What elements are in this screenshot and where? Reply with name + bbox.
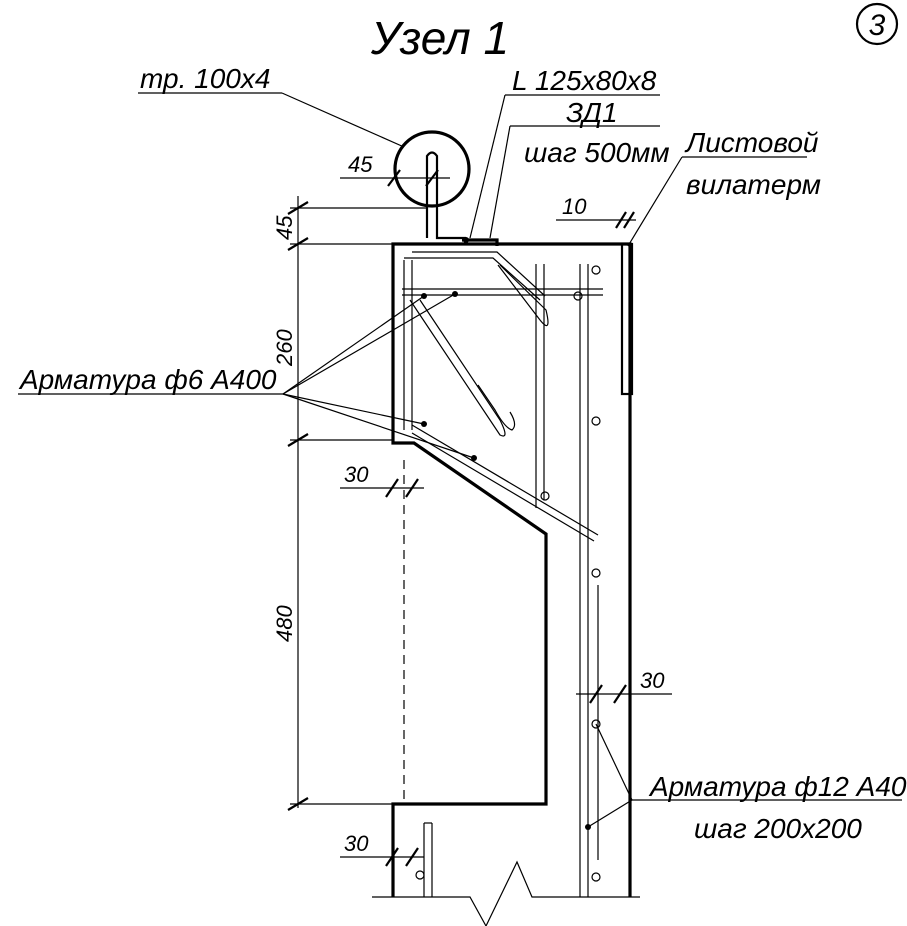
rebar12-leader-1: [595, 723, 633, 801]
bar-section-1: [591, 265, 601, 275]
rebar-top-bar: [404, 257, 541, 301]
dim-30-bottom-tick-2: [405, 847, 419, 867]
pipe-label: тр. 100х4: [140, 63, 270, 94]
angle-weld-dot: [463, 237, 469, 243]
dim-30-bottom-tick-1: [385, 847, 399, 867]
dim-30-upper-text: 30: [344, 462, 369, 487]
angle-leader: [469, 94, 506, 239]
dim-tick-3: [287, 433, 309, 447]
angle-label-line1: L 125х80х8: [512, 65, 657, 96]
sheet-label-line2: вилатерм: [686, 169, 821, 200]
sheet-leader: [627, 156, 683, 247]
bar-section-2: [573, 291, 583, 301]
bar-section-4: [540, 491, 550, 501]
dim-30-right-text: 30: [640, 668, 665, 693]
dim-45h-tick-1: [387, 169, 401, 187]
dim-480-text: 480: [272, 605, 297, 642]
dim-45h-text: 45: [348, 152, 373, 177]
dim-tick-1: [287, 201, 309, 215]
dim-30-bottom-text: 30: [344, 831, 369, 856]
rebar12-label-line2: шаг 200х200: [694, 813, 862, 844]
rebar6-leader-1: [282, 295, 425, 395]
pipe-anchor: [425, 151, 466, 240]
rebar12-leader-2: [587, 799, 633, 828]
drawing-title: Узел 1: [370, 12, 509, 64]
rebar-diagonal-1: [411, 424, 599, 536]
bar-section-7: [591, 872, 601, 882]
pipe-leader: [281, 92, 405, 148]
angle-label-line2: ЗД1: [566, 97, 618, 128]
rebar6-label: Арматура ф6 А400: [18, 364, 277, 395]
bar-section-3: [591, 416, 601, 426]
dim-30-right-tick-2: [613, 684, 627, 704]
bar-section-6: [591, 719, 601, 729]
bar-section-5: [591, 568, 601, 578]
rebar-diagonal-2: [411, 432, 595, 542]
steel-angle: [462, 238, 499, 246]
dim-tick-2: [287, 237, 309, 251]
dim-45h-tick-2: [425, 169, 439, 187]
rebar-top-bar-2: [412, 251, 546, 297]
concrete-outline: [391, 242, 632, 897]
pipe-circle: [393, 130, 471, 208]
rebar6-leader-2: [282, 293, 456, 395]
sheet-number-circle: [855, 2, 899, 46]
sheet-insulation: [620, 242, 634, 396]
break-line: [372, 860, 640, 926]
dim-10-tick-1: [615, 211, 627, 229]
dim-30-right-tick-1: [589, 684, 603, 704]
angle-label-line3: шаг 500мм: [524, 137, 670, 168]
sheet-number: 3: [869, 9, 886, 42]
rebar6-leader-4: [282, 393, 475, 459]
dim-10-text: 10: [562, 194, 587, 219]
rebar-hook-upper: [497, 264, 549, 327]
rebar12-label-line1: Арматура ф12 А400: [648, 771, 907, 802]
dim-30-upper-tick-1: [385, 478, 399, 498]
rebar-hook-lower: [477, 384, 516, 431]
rebar6-leader-3: [282, 393, 425, 425]
dim-45v-text: 45: [272, 215, 297, 240]
sheet-label-line1: Листовой: [684, 127, 819, 158]
dim-10-tick-2: [623, 211, 635, 229]
dim-260-text: 260: [272, 329, 297, 367]
bar-section-8: [415, 870, 425, 880]
rebar-diagonal-hook: [409, 299, 506, 437]
dim-tick-4: [287, 797, 309, 811]
dim-30-upper-tick-2: [405, 478, 419, 498]
anchor-leader: [489, 125, 511, 239]
